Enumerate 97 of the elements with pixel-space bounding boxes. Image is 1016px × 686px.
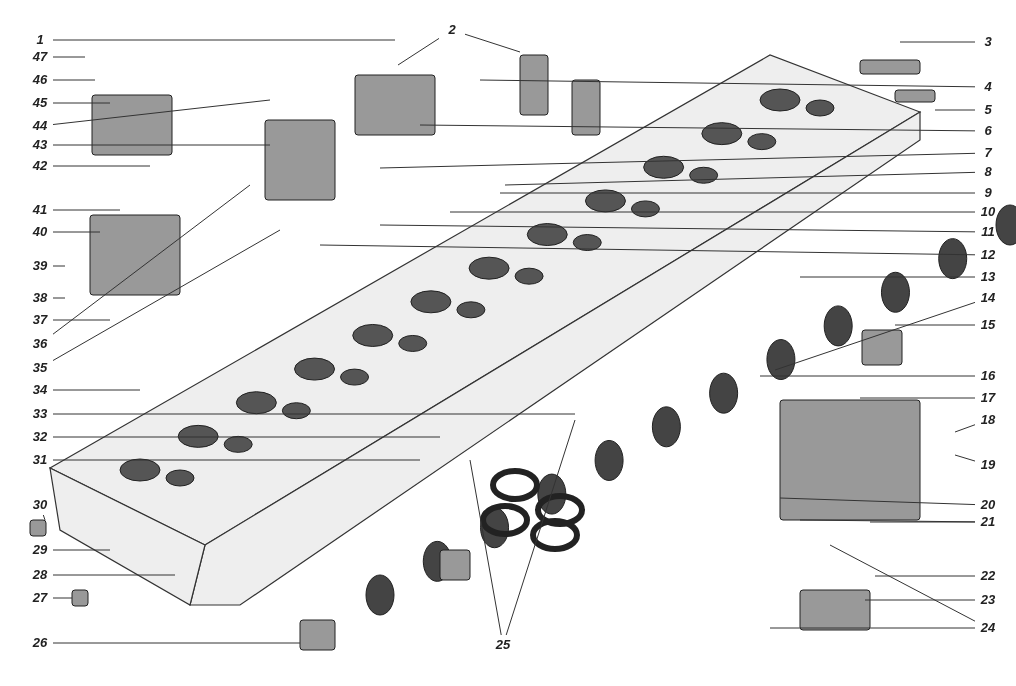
callout-number: 35 (29, 360, 51, 376)
callout-number: 36 (29, 336, 51, 352)
callout-number: 30 (29, 497, 51, 513)
leader-line (52, 389, 141, 391)
leader-line (52, 459, 421, 461)
callout-number: 21 (977, 514, 999, 530)
leader-line (954, 424, 976, 433)
callout-number: 40 (29, 224, 51, 240)
callout-number: 41 (29, 202, 51, 218)
leader-line (52, 297, 66, 299)
leader-line (52, 265, 66, 267)
leader-line (52, 413, 576, 415)
callout-number: 8 (977, 164, 999, 180)
callout-number: 5 (977, 102, 999, 118)
leader-line (52, 436, 441, 438)
leader-line (52, 574, 176, 576)
callout-number: 1 (29, 32, 51, 48)
leader-line (319, 244, 976, 256)
leader-line (379, 224, 976, 233)
callout-number: 4 (977, 79, 999, 95)
leader-line (52, 56, 86, 58)
leader-line (379, 152, 976, 169)
leader-line (419, 124, 976, 132)
leader-line (52, 184, 251, 335)
callout-number: 3 (977, 34, 999, 50)
leader-line (52, 102, 111, 104)
callout-number: 37 (29, 312, 51, 328)
leader-line (504, 171, 976, 186)
callout-number: 39 (29, 258, 51, 274)
callout-number: 18 (977, 412, 999, 428)
callout-number: 42 (29, 158, 51, 174)
callout-number: 32 (29, 429, 51, 445)
leader-line (52, 229, 281, 362)
leader-line (874, 575, 976, 577)
callout-number: 33 (29, 406, 51, 422)
leader-line (779, 497, 976, 506)
leader-line (52, 231, 101, 233)
callout-number: 15 (977, 317, 999, 333)
leader-line (469, 459, 502, 636)
leader-line (479, 79, 976, 88)
leader-line (52, 549, 111, 551)
callout-number: 9 (977, 185, 999, 201)
callout-number: 13 (977, 269, 999, 285)
callout-number: 24 (977, 620, 999, 636)
callout-number: 47 (29, 49, 51, 65)
callout-number: 44 (29, 118, 51, 134)
leader-line (52, 319, 111, 321)
callout-number: 7 (977, 145, 999, 161)
callout-number: 28 (29, 567, 51, 583)
callout-number: 38 (29, 290, 51, 306)
callout-number: 2 (441, 22, 463, 38)
leader-line (799, 276, 976, 278)
callout-number: 45 (29, 95, 51, 111)
leader-line (397, 37, 440, 66)
leader-line (52, 165, 151, 167)
leader-line (899, 41, 976, 43)
leader-line (864, 599, 976, 601)
leader-line (894, 324, 976, 326)
leader-line (449, 211, 976, 213)
leader-line (774, 301, 976, 371)
callout-number: 22 (977, 568, 999, 584)
leader-line (52, 209, 121, 211)
callout-number: 25 (492, 637, 514, 653)
callout-number: 26 (29, 635, 51, 651)
leader-line (42, 514, 46, 521)
leader-line (52, 79, 96, 81)
leader-line (52, 39, 396, 41)
leader-line (954, 454, 976, 462)
callout-number: 6 (977, 123, 999, 139)
leader-line (829, 544, 976, 622)
leader-line (52, 99, 271, 126)
leader-line (859, 397, 976, 399)
leader-line (464, 33, 521, 53)
leader-line (52, 597, 73, 599)
callout-number: 29 (29, 542, 51, 558)
leader-line (52, 144, 271, 146)
callout-number: 19 (977, 457, 999, 473)
callout-number: 12 (977, 247, 999, 263)
callout-number: 46 (29, 72, 51, 88)
leader-line (52, 642, 301, 644)
callout-number: 34 (29, 382, 51, 398)
callout-number: 43 (29, 137, 51, 153)
leader-line (869, 521, 976, 523)
callout-number: 16 (977, 368, 999, 384)
callout-number: 17 (977, 390, 999, 406)
leader-line (769, 627, 976, 629)
callout-number: 11 (977, 224, 999, 240)
callout-number: 10 (977, 204, 999, 220)
leader-line (499, 192, 976, 194)
callout-number: 27 (29, 590, 51, 606)
leader-line (934, 109, 976, 111)
leader-line (759, 375, 976, 377)
leader-line (505, 419, 576, 636)
callout-number: 23 (977, 592, 999, 608)
callout-number: 20 (977, 497, 999, 513)
callout-number: 31 (29, 452, 51, 468)
callout-number: 14 (977, 290, 999, 306)
